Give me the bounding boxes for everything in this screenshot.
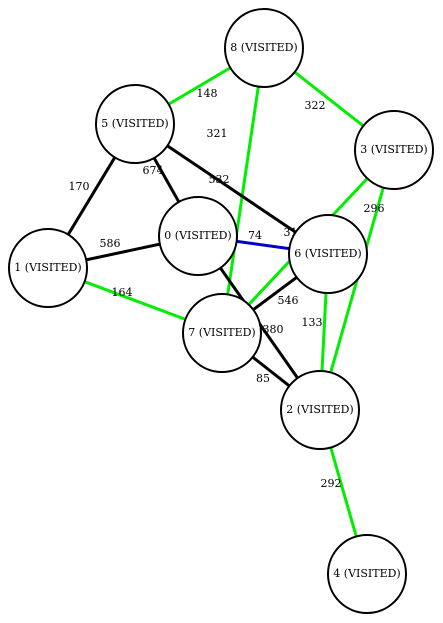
edge-weight-3-2: 296 bbox=[364, 202, 385, 215]
node-label-6: 6 (VISITED) bbox=[294, 247, 361, 260]
node-8: 8 (VISITED) bbox=[224, 8, 304, 88]
edge-weight-1-7: 164 bbox=[112, 286, 133, 299]
node-label-0: 0 (VISITED) bbox=[164, 229, 231, 242]
node-6: 6 (VISITED) bbox=[288, 214, 368, 294]
node-3: 3 (VISITED) bbox=[354, 110, 434, 190]
node-0: 0 (VISITED) bbox=[158, 196, 238, 276]
node-label-3: 3 (VISITED) bbox=[360, 143, 427, 156]
edge-weight-8-5: 148 bbox=[197, 87, 218, 100]
edge-weight-2-4: 292 bbox=[321, 477, 342, 490]
node-7: 7 (VISITED) bbox=[182, 293, 262, 373]
edge-weight-5-6: 532 bbox=[209, 173, 230, 186]
node-circle-6 bbox=[288, 214, 368, 294]
node-label-5: 5 (VISITED) bbox=[101, 117, 168, 130]
node-label-2: 2 (VISITED) bbox=[286, 403, 353, 416]
edge-labels-layer: 1483223211706745323122965867438016454685… bbox=[69, 87, 385, 490]
node-circle-2 bbox=[280, 370, 360, 450]
nodes-layer: 0 (VISITED) 1 (VISITED) 2 (VISITED) 3 (VISI… bbox=[8, 8, 434, 614]
edge-weight-8-3: 322 bbox=[305, 99, 326, 112]
node-circle-0 bbox=[158, 196, 238, 276]
edge-weight-5-1: 170 bbox=[69, 180, 90, 193]
edge-weight-0-2: 380 bbox=[263, 323, 284, 336]
node-label-4: 4 (VISITED) bbox=[333, 567, 400, 580]
node-5: 5 (VISITED) bbox=[95, 84, 175, 164]
node-label-1: 1 (VISITED) bbox=[14, 261, 81, 274]
node-circle-1 bbox=[8, 228, 88, 308]
edge-weight-6-7: 546 bbox=[278, 294, 299, 307]
node-circle-4 bbox=[327, 534, 407, 614]
node-2: 2 (VISITED) bbox=[280, 370, 360, 450]
node-circle-8 bbox=[224, 8, 304, 88]
edge-weight-8-7: 321 bbox=[207, 127, 228, 140]
node-label-7: 7 (VISITED) bbox=[188, 326, 255, 339]
edge-weight-7-2: 85 bbox=[256, 372, 270, 385]
node-1: 1 (VISITED) bbox=[8, 228, 88, 308]
node-circle-5 bbox=[95, 84, 175, 164]
node-circle-3 bbox=[354, 110, 434, 190]
edge-weight-0-1: 586 bbox=[100, 237, 121, 250]
node-label-8: 8 (VISITED) bbox=[230, 41, 297, 54]
edge-weight-0-6: 74 bbox=[248, 229, 262, 242]
node-4: 4 (VISITED) bbox=[327, 534, 407, 614]
edge-8-7 bbox=[220, 47, 266, 334]
node-circle-7 bbox=[182, 293, 262, 373]
edge-weight-6-2: 133 bbox=[302, 316, 323, 329]
edge-weight-5-0: 674 bbox=[143, 164, 164, 177]
